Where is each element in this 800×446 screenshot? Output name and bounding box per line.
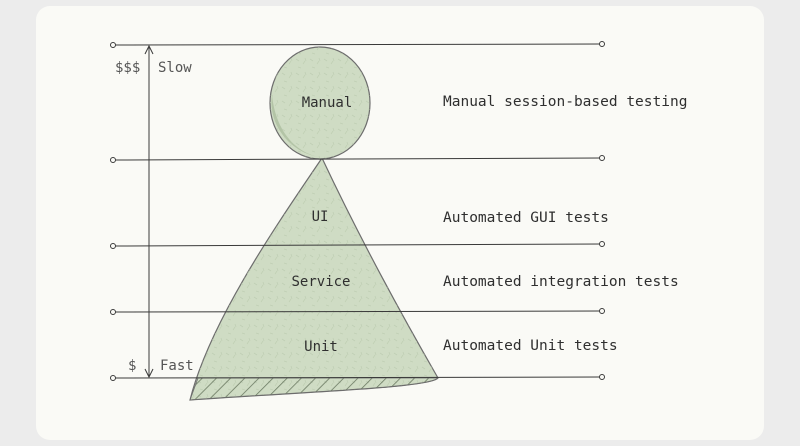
- layer-desc-service: Automated integration tests: [443, 274, 679, 290]
- layer-name-ui: UI: [312, 209, 329, 225]
- layer-desc-manual: Manual session-based testing: [443, 94, 687, 110]
- axis-speed-slow: Slow: [158, 60, 192, 76]
- pyramid-base-hatch: [189, 377, 439, 401]
- axis-cost-low: $: [128, 358, 136, 374]
- axis-speed-fast: Fast: [160, 358, 194, 374]
- axis-cost-high: $$$: [115, 60, 140, 76]
- layer-name-unit: Unit: [304, 339, 338, 355]
- pyramid: [189, 156, 439, 401]
- vertical-axis: [144, 44, 154, 379]
- layer-desc-unit: Automated Unit tests: [443, 338, 618, 354]
- layer-name-manual: Manual: [302, 95, 353, 111]
- layer-name-service: Service: [291, 274, 350, 290]
- layer-desc-ui: Automated GUI tests: [443, 210, 609, 226]
- layer-lines: [110, 41, 605, 381]
